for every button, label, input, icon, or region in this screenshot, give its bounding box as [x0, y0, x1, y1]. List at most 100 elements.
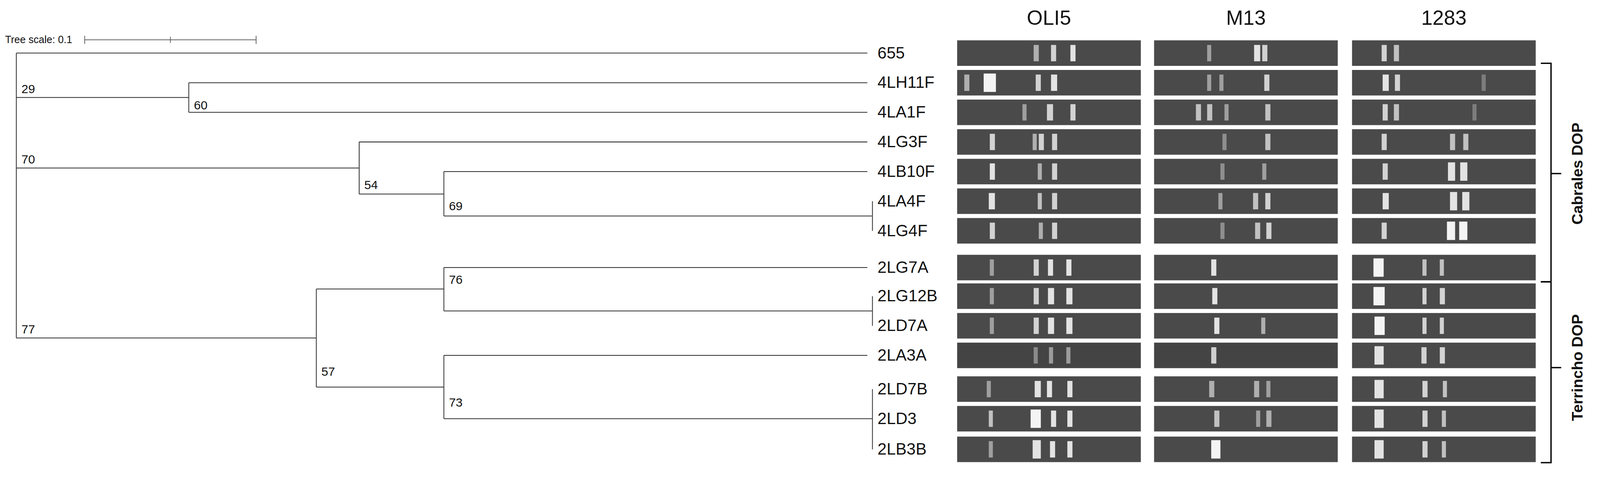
gel-shape — [1153, 436, 1338, 462]
gel-shape — [988, 191, 1470, 211]
gel-shape — [1220, 222, 1225, 239]
gel-shape — [1051, 410, 1057, 427]
gel-shape — [1211, 259, 1217, 276]
column-header: OLI5 — [1026, 7, 1072, 30]
gel-shape — [1070, 104, 1076, 121]
gel-shape — [957, 188, 1141, 214]
strain-name: 4LB10F — [877, 162, 935, 181]
gel-shape — [1022, 104, 1027, 121]
gel-shape — [1450, 191, 1458, 211]
gel-shape — [1214, 317, 1220, 334]
gel-shape — [957, 254, 1141, 281]
strain-name: 4LA1F — [877, 103, 926, 122]
gel-shape — [1441, 440, 1447, 458]
gel-shape — [1153, 217, 1338, 244]
gel-shape — [1352, 40, 1536, 66]
bootstrap-value: 54 — [364, 177, 379, 192]
gel-shape — [957, 217, 1536, 244]
gel-shape — [1153, 342, 1338, 369]
bootstrap-value: 57 — [321, 364, 336, 379]
gel-shape — [957, 342, 1141, 369]
gel-shape — [1352, 312, 1536, 339]
gel-shape — [989, 162, 1468, 181]
gel-shape — [1153, 69, 1338, 96]
gel-shape — [989, 317, 994, 334]
strain-name: 4LG4F — [877, 221, 928, 240]
gel-shape — [1460, 162, 1468, 181]
gel-shape — [989, 316, 1444, 335]
group-label: Terrincho DOP — [1569, 314, 1586, 421]
gel-shape — [989, 163, 996, 180]
gel-shape — [957, 376, 1141, 402]
gel-shape — [1422, 287, 1427, 304]
bootstrap-value: 73 — [448, 395, 463, 409]
gel-shape — [16, 52, 868, 54]
gel-shape — [957, 40, 1536, 66]
strain-name: 2LA3A — [877, 346, 927, 365]
gel-shape — [1422, 410, 1428, 427]
gel-shape — [1422, 440, 1428, 458]
gel-shape — [1352, 376, 1536, 402]
gel-shape — [1540, 281, 1561, 463]
gel-shape — [986, 379, 1448, 398]
gel-shape — [1153, 405, 1338, 432]
group-label: Cabrales DOP — [1569, 122, 1586, 225]
gel-shape — [1394, 104, 1400, 121]
gel-shape — [1047, 104, 1054, 121]
scale-label: Tree scale: 0.1 — [5, 34, 73, 46]
gel-shape — [988, 409, 1447, 428]
gel-shape — [1222, 133, 1227, 150]
gel-shape — [1067, 380, 1073, 397]
gel-shape — [986, 380, 991, 397]
gel-shape — [1207, 45, 1212, 62]
gel-shape — [989, 133, 996, 150]
gel-shape — [957, 158, 1141, 185]
gel-shape — [1153, 158, 1338, 185]
gel-shape — [1481, 74, 1486, 91]
gel-shape — [957, 342, 1536, 369]
gel-shape — [1265, 192, 1271, 210]
gel-shape — [1207, 74, 1212, 91]
gel-shape — [1153, 283, 1338, 309]
gel-shape — [1439, 346, 1446, 364]
bootstrap-value: 60 — [193, 98, 208, 112]
gel-shape — [957, 436, 1141, 462]
gel-shape — [1037, 163, 1042, 180]
strain-name: 2LB3B — [877, 440, 927, 458]
gel-shape — [1381, 222, 1388, 239]
gel-shape — [1439, 287, 1446, 304]
gel-shape — [1153, 188, 1338, 214]
gel-shape — [1022, 104, 1477, 121]
gel-shape — [1254, 45, 1261, 62]
gel-shape — [1352, 69, 1536, 96]
gel-shape — [1266, 222, 1272, 239]
gel-shape — [957, 254, 1536, 281]
gel-shape — [957, 158, 1536, 185]
gel-shape — [1066, 317, 1073, 334]
gel-shape — [1030, 409, 1041, 428]
gel-shape — [957, 99, 1141, 126]
gel-shape — [1067, 440, 1073, 458]
gel-shape — [1037, 192, 1042, 210]
strain-name: 2LG12B — [877, 286, 938, 305]
bootstrap-value: 77 — [21, 322, 36, 336]
gel-shape — [1442, 380, 1447, 397]
gel-shape — [1038, 133, 1045, 150]
gel-shape — [1153, 376, 1338, 402]
gel-shape — [1352, 129, 1536, 155]
gel-shape — [957, 283, 1536, 309]
gel-shape — [1381, 45, 1388, 62]
gel-shape — [964, 74, 970, 91]
gel-shape — [1352, 342, 1536, 369]
gel-shape — [957, 405, 1141, 432]
gel-shape — [1219, 74, 1224, 91]
gel-shape — [1035, 74, 1041, 91]
gel-shape — [1262, 163, 1267, 180]
gel-shape — [1049, 346, 1054, 364]
gel-shape — [1214, 410, 1220, 427]
gel-shape — [1066, 259, 1072, 276]
gel-shape — [1218, 192, 1223, 210]
gel-shape — [1352, 158, 1536, 185]
gel-shape — [1373, 286, 1385, 306]
gel-shape — [957, 129, 1141, 155]
